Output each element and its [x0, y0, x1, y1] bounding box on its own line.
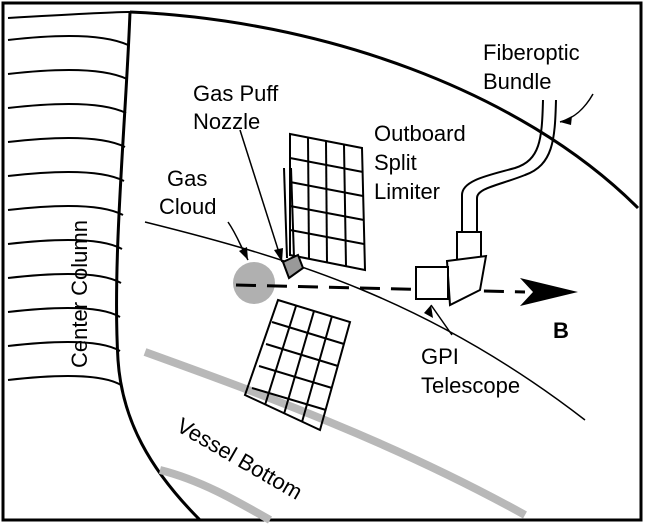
- label-fiberoptic-line2: Bundle: [483, 69, 552, 94]
- gpi-telescope-icon: [415, 231, 488, 307]
- vessel-wall: [115, 11, 202, 522]
- vessel-top: [129, 10, 640, 210]
- plasma-boundary: [144, 221, 586, 421]
- line-of-sight-dashed: [235, 283, 526, 294]
- label-outboard-line1: Outboard: [374, 121, 466, 146]
- gas-cloud: [233, 262, 275, 304]
- label-vessel-bottom: Vessel Bottom: [173, 413, 307, 505]
- label-b-field: B: [553, 318, 569, 343]
- lower-limiter-grid: [243, 298, 352, 432]
- label-outboard-line2: Split: [374, 150, 417, 175]
- label-gpi-line1: GPI: [421, 344, 459, 369]
- fiberoptic-bundle: [461, 99, 557, 234]
- pointer-arrowheads: [239, 116, 572, 318]
- center-column: [7, 11, 131, 386]
- label-gas-cloud-line1: Gas: [167, 166, 207, 191]
- label-outboard-line3: Limiter: [374, 179, 440, 204]
- upper-limiter-grid: [289, 132, 367, 272]
- b-field-arrow-icon: [520, 278, 578, 306]
- label-gpi-line2: Telescope: [421, 373, 520, 398]
- vessel-floor-band-2: [159, 466, 272, 524]
- label-gas-cloud-line2: Cloud: [159, 194, 216, 219]
- label-gas-puff-line2: Nozzle: [193, 109, 260, 134]
- label-center-column: Center Column: [67, 220, 92, 368]
- label-fiberoptic-line1: Fiberoptic: [483, 40, 580, 65]
- label-gas-puff-line1: Gas Puff: [193, 81, 279, 106]
- gas-puff-nozzle-icon: [281, 167, 305, 280]
